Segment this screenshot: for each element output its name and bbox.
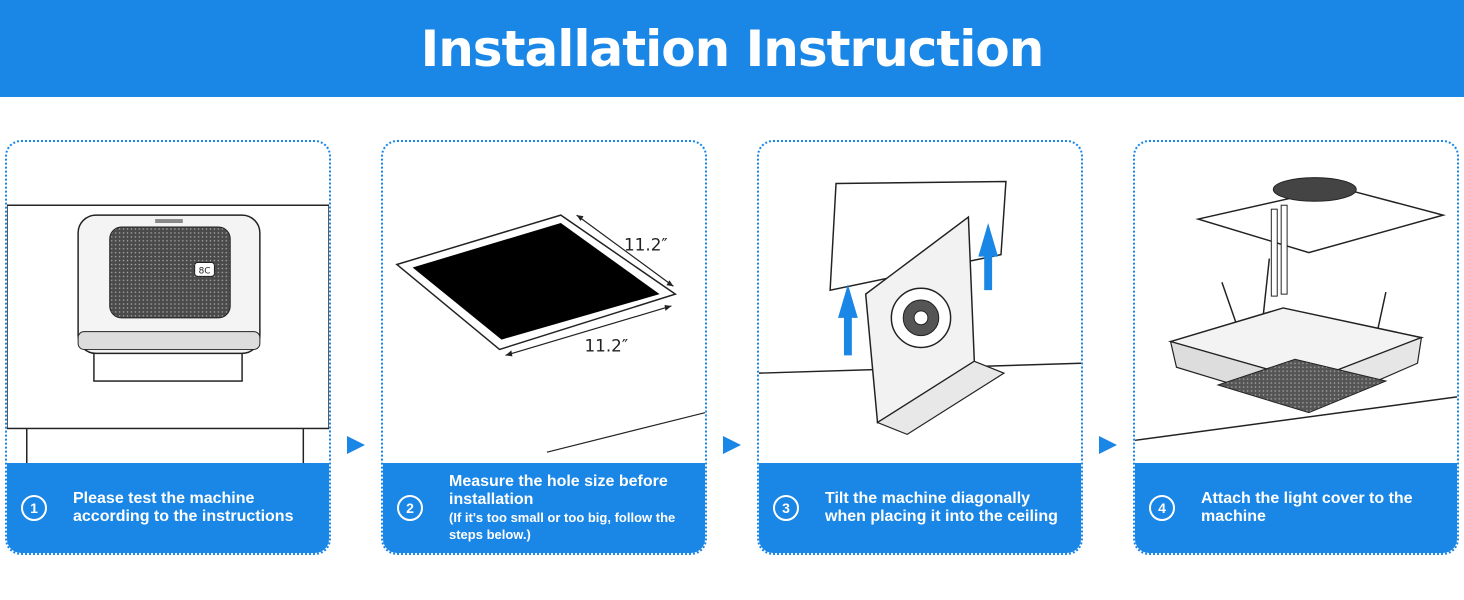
header-banner: Installation Instruction: [0, 0, 1464, 97]
step-1-illustration: 8C: [7, 204, 329, 466]
step-4-text: Attach the light cover to the machine: [1201, 490, 1413, 525]
step-3-text: Tilt the machine diagonally when placing…: [825, 490, 1058, 525]
upward-arrow-icon: [838, 284, 858, 356]
step-number-badge: 4: [1149, 495, 1175, 521]
device-display-readout: 8C: [199, 266, 211, 276]
step-number-badge: 3: [773, 495, 799, 521]
dimension-label-b: 11.2″: [584, 335, 628, 355]
step-card-3: 3 Tilt the machine diagonally when placi…: [757, 140, 1083, 555]
step-2-text: Measure the hole size before installatio…: [449, 473, 668, 508]
dimension-label-a: 11.2″: [624, 235, 668, 255]
step-3-caption: 3 Tilt the machine diagonally when placi…: [759, 463, 1081, 553]
step-number-badge: 1: [21, 495, 47, 521]
step-number-badge: 2: [397, 495, 423, 521]
step-card-2: 11.2″ 11.2″ 2 Measure the hole size befo…: [381, 140, 707, 555]
step-2-note: (If it's too small or too big, follow th…: [449, 510, 676, 542]
step-card-1: 8C 1 Please test the machine according t…: [5, 140, 331, 555]
step-1-caption: 1 Please test the machine according to t…: [7, 463, 329, 553]
arrow-right-icon: [723, 436, 741, 454]
step-4-caption: 4 Attach the light cover to the machine: [1135, 463, 1457, 553]
step-1-text: Please test the machine according to the…: [73, 490, 294, 525]
arrow-right-icon: [1099, 436, 1117, 454]
page-title: Installation Instruction: [420, 19, 1045, 78]
arrow-right-icon: [347, 436, 365, 454]
step-card-4: 4 Attach the light cover to the machine: [1133, 140, 1459, 555]
step-4-illustration: [1135, 177, 1457, 442]
step-2-caption: 2 Measure the hole size before installat…: [383, 463, 705, 553]
step-2-illustration: 11.2″ 11.2″: [395, 214, 705, 453]
upward-arrow-icon: [978, 223, 999, 291]
step-3-illustration: [759, 180, 1081, 436]
